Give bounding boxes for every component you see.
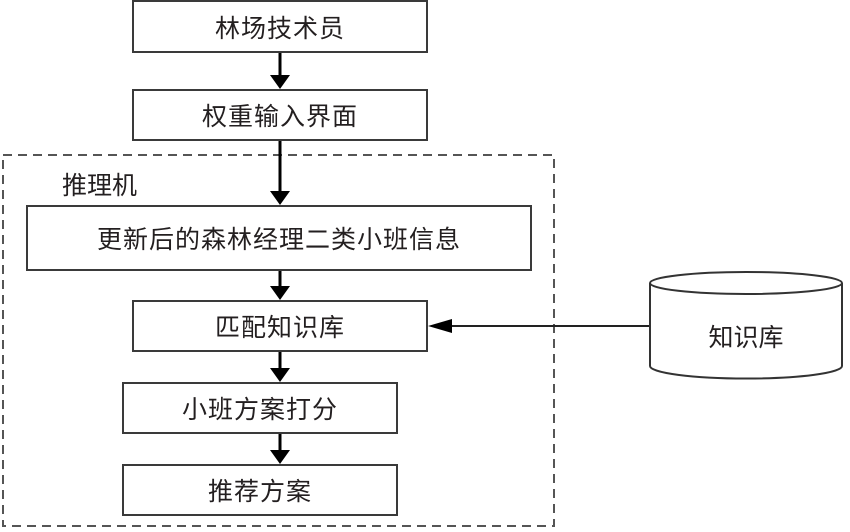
node-scoring-label: 小班方案打分: [181, 395, 338, 424]
arrow-kb-to-match: [428, 319, 650, 333]
node-match-kb: 匹配知识库: [132, 300, 428, 352]
arrow-scoring-to-recommend: [270, 434, 290, 464]
node-weight-input-label: 权重输入界面: [201, 102, 358, 131]
arrow-technician-to-weight: [270, 53, 290, 89]
inference-engine-label: 推理机: [62, 171, 138, 200]
arrow-info-to-match: [270, 271, 290, 300]
node-technician: 林场技术员: [132, 0, 428, 53]
node-recommend: 推荐方案: [122, 464, 398, 516]
knowledge-base-cylinder: [649, 271, 843, 380]
node-match-kb-label: 匹配知识库: [214, 313, 345, 342]
node-updated-info: 更新后的森林经理二类小班信息: [26, 205, 532, 271]
node-recommend-label: 推荐方案: [207, 477, 312, 506]
arrow-match-to-scoring: [270, 352, 290, 382]
node-scoring: 小班方案打分: [122, 382, 398, 434]
node-weight-input: 权重输入界面: [132, 89, 428, 141]
node-updated-info-label: 更新后的森林经理二类小班信息: [96, 225, 461, 254]
node-technician-label: 林场技术员: [214, 13, 345, 43]
arrow-weight-to-info: [270, 141, 290, 205]
knowledge-base-label: 知识库: [708, 323, 784, 352]
